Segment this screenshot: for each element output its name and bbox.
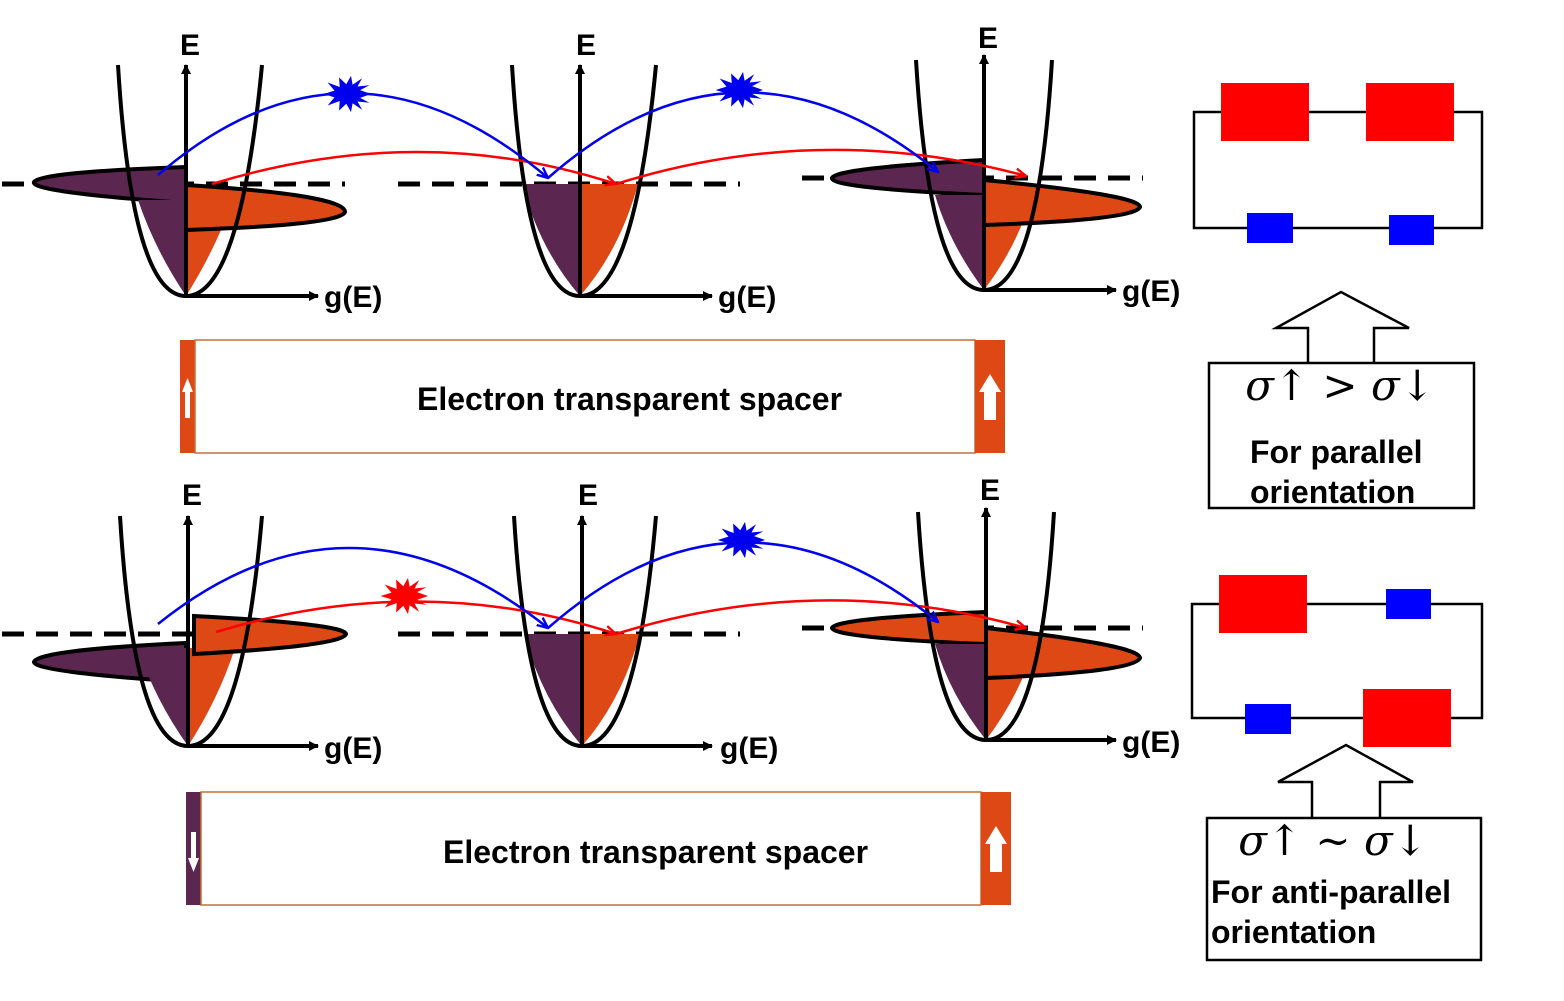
- antiparallel-caption-box: [1205, 816, 1483, 962]
- dos-axis-label: g(E): [1122, 726, 1180, 759]
- spin-down-dos-right: [935, 195, 984, 290]
- spin-up-dos-left: [188, 648, 235, 746]
- spin-up-path-right: [615, 148, 1026, 186]
- energy-axis-label: E: [978, 22, 998, 55]
- spin-down-band-right: [984, 625, 1143, 681]
- low-resistance-spin-up-right: [1389, 215, 1434, 245]
- energy-axis-label: E: [578, 479, 598, 512]
- spin-down-path-right: [547, 541, 938, 629]
- parallel-caption-box: [1207, 361, 1476, 510]
- parallel-band-diagrams: E E E g(E) g(E) g(E): [2, 22, 1180, 314]
- block-up-arrow-icon: [1277, 743, 1414, 817]
- spin-down-band-left: [32, 164, 188, 206]
- spin-down-dos-left: [138, 200, 186, 296]
- caption-line-1: For anti-parallel: [1211, 874, 1451, 910]
- spin-up-band-left: [184, 182, 348, 233]
- spin-down-path-left: [157, 92, 548, 178]
- high-resistance-bottom: [1363, 689, 1451, 747]
- spin-up-dos-middle: [580, 184, 638, 296]
- spin-up-dos-middle: [582, 634, 640, 746]
- magnetization-up-arrow-icon: [985, 826, 1007, 872]
- spin-down-dos-left: [138, 648, 188, 746]
- energy-axis-label: E: [182, 479, 202, 512]
- antiparallel-resistor-network: σ↑ ∼ σ↓ For anti-parallel orientation: [1190, 575, 1484, 962]
- spin-up-band-right: [829, 609, 988, 647]
- conductance-relation: σ↑ > σ↓: [1245, 361, 1435, 410]
- dos-axis-label: g(E): [324, 732, 382, 765]
- magnetization-up-arrow-icon: [979, 374, 1001, 420]
- parallel-resistor-network: σ↑ > σ↓ For parallel orientation: [1192, 83, 1484, 510]
- spin-down-dos-right: [935, 644, 986, 740]
- spacer-layer: [200, 791, 982, 906]
- spacer-layer: [194, 339, 976, 454]
- high-resistance-spin-down-left: [1221, 83, 1309, 141]
- caption-line-2: orientation: [1211, 914, 1376, 950]
- conductance-relation: σ↑ ∼ σ↓: [1238, 816, 1428, 865]
- scattering-burst-icon: [323, 75, 371, 113]
- spacer-antiparallel: Electron transparent spacer: [186, 791, 1011, 906]
- spin-down-path-left: [157, 546, 548, 628]
- low-resistance-spin-up-left: [1247, 213, 1293, 243]
- circuit-wire-loop: [1190, 602, 1484, 720]
- spin-down-dos-middle: [522, 184, 580, 296]
- spacer-parallel: Electron transparent spacer: [180, 339, 1005, 454]
- scattering-burst-icon: [717, 521, 765, 559]
- magnetization-up-arrow-icon: [182, 378, 193, 418]
- energy-axis-label: E: [576, 29, 596, 62]
- spacer-label: Electron transparent spacer: [417, 381, 842, 417]
- spin-up-path-left: [211, 150, 616, 184]
- energy-axis-label: E: [980, 474, 1000, 507]
- low-resistance-top: [1386, 589, 1431, 619]
- dos-axis-label: g(E): [1122, 275, 1180, 308]
- dos-axis-label: g(E): [718, 281, 776, 314]
- dos-axis-label: g(E): [324, 281, 382, 314]
- spin-down-dos-middle: [524, 634, 582, 746]
- caption-line-2: orientation: [1250, 474, 1415, 510]
- energy-axis-label: E: [180, 29, 200, 62]
- low-resistance-bottom: [1245, 704, 1291, 734]
- magnetization-down-arrow-icon: [188, 832, 199, 872]
- dos-axis-label: g(E): [720, 732, 778, 765]
- scattering-burst-icon: [715, 71, 763, 109]
- spin-up-band-right: [982, 177, 1143, 228]
- block-up-arrow-icon: [1271, 290, 1410, 362]
- caption-line-1: For parallel: [1250, 434, 1423, 470]
- spin-up-band-left: [192, 613, 349, 657]
- high-resistance-spin-down-right: [1366, 83, 1454, 141]
- spin-up-path-right: [615, 599, 1026, 636]
- circuit-wire-loop: [1192, 110, 1484, 230]
- spacer-label: Electron transparent spacer: [443, 834, 868, 870]
- spin-down-band-right: [830, 157, 986, 198]
- antiparallel-band-diagrams: E E E g(E) g(E) g(E): [2, 474, 1180, 765]
- scattering-burst-icon: [380, 577, 428, 615]
- high-resistance-top: [1219, 575, 1307, 633]
